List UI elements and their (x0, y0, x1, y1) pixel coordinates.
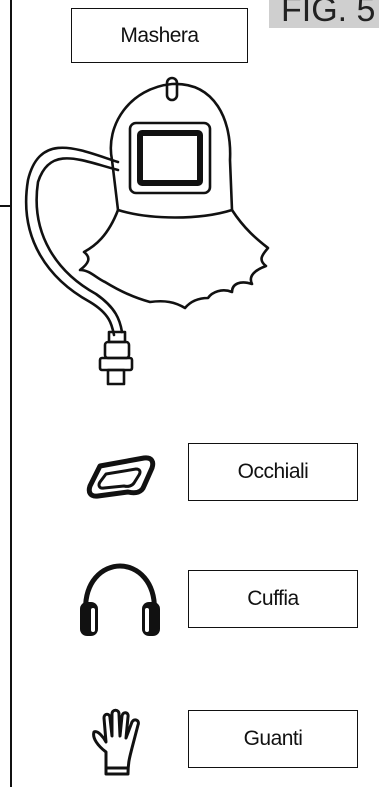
goggles-label-box: Occhiali (188, 443, 358, 501)
figure-label-tab: FIG. 5 (269, 0, 379, 28)
goggles-label: Occhiali (238, 460, 309, 484)
mask-label-box: Mashera (71, 8, 248, 63)
headphones-icon (76, 560, 164, 642)
headphones-label: Cuffia (247, 587, 298, 611)
glove-icon (88, 708, 154, 778)
mask-label: Mashera (120, 24, 198, 48)
hood-mask-icon (0, 70, 290, 400)
gloves-label: Guanti (244, 727, 303, 751)
headphones-label-box: Cuffia (188, 570, 358, 628)
gloves-label-box: Guanti (188, 710, 358, 768)
figure-label: FIG. 5 (281, 0, 375, 28)
goggles-icon (86, 452, 158, 502)
